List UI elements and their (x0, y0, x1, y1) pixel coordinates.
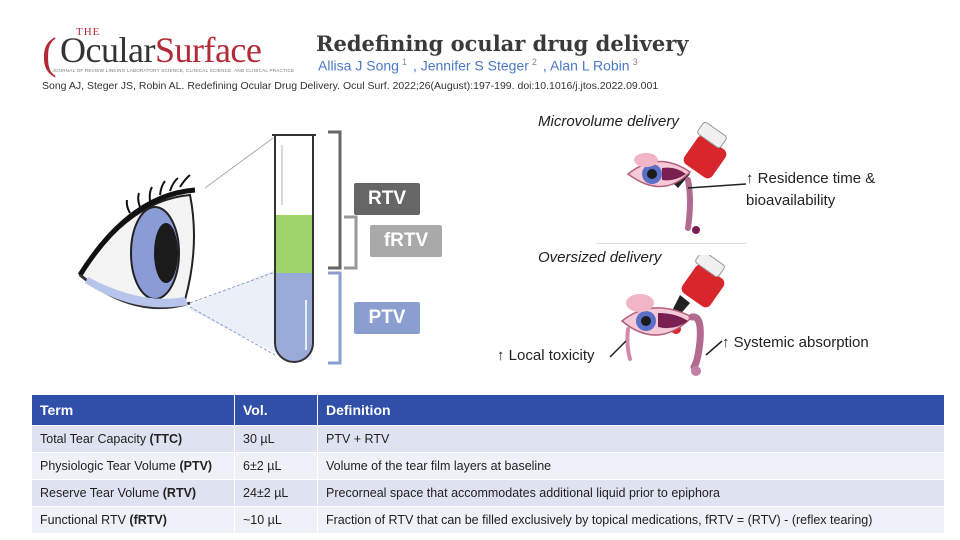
projection-line (189, 306, 276, 356)
eye-icon (626, 153, 700, 234)
ptv-label: PTV (354, 302, 420, 334)
residence-time-note: ↑ Residence time & bioavailability (746, 170, 876, 209)
pointer-line (705, 340, 723, 356)
projection-line (189, 271, 276, 304)
oversized-delivery-illustration (609, 255, 725, 376)
column-header-term: Term (32, 395, 235, 426)
logo-name-part1: Ocular (60, 30, 155, 70)
rtv-label: RTV (354, 183, 420, 215)
term-name: Physiologic Tear Volume (40, 459, 180, 473)
table-row: Total Tear Capacity (TTC) 30 µL PTV + RT… (32, 425, 945, 453)
term-name: Functional RTV (40, 513, 130, 527)
systemic-absorption-note: ↑ Systemic absorption (722, 334, 869, 351)
eye-icon (77, 174, 196, 310)
logo-tagline: A JOURNAL OF REVIEW LINKING LABORATORY S… (48, 68, 295, 73)
table-row: Reserve Tear Volume (RTV) 24±2 µL Precor… (32, 479, 945, 507)
term-abbr: (PTV) (179, 459, 213, 473)
column-header-vol: Vol. (234, 395, 318, 426)
term-cell: Reserve Tear Volume (RTV) (32, 479, 235, 507)
definition-cell: Fraction of RTV that can be filled exclu… (317, 506, 945, 533)
definition-cell: Precorneal space that accommodates addit… (317, 479, 945, 507)
term-abbr: (TTC) (149, 432, 183, 446)
micro-delivery-title: Microvolume delivery (538, 113, 679, 130)
micro-delivery-illustration (626, 122, 747, 234)
author-affiliation: 3 (632, 57, 638, 67)
author-name[interactable]: Alan L Robin (549, 57, 630, 74)
vol-cell: ~10 µL (234, 506, 318, 533)
eye-icon (620, 294, 704, 376)
author-affiliation: 1 (401, 57, 407, 67)
rtv-bracket (328, 130, 342, 270)
tear-volume-table: Term Vol. Definition Total Tear Capacity… (32, 395, 945, 533)
logo-mark-icon: ( (42, 29, 57, 78)
vol-cell: 6±2 µL (234, 452, 318, 480)
term-abbr: (RTV) (162, 486, 197, 500)
column-header-definition: Definition (317, 395, 945, 426)
projection-line (204, 137, 274, 189)
author-name[interactable]: Allisa J Song (318, 57, 399, 74)
term-abbr: (fRTV) (129, 513, 167, 527)
pointer-line (609, 340, 627, 358)
table-row: Physiologic Tear Volume (PTV) 6±2 µL Vol… (32, 452, 945, 480)
table-header-row: Term Vol. Definition (32, 395, 945, 426)
vol-cell: 30 µL (234, 425, 318, 453)
local-toxicity-note: ↑ Local toxicity (497, 347, 595, 364)
term-cell: Total Tear Capacity (TTC) (32, 425, 235, 453)
table-row: Functional RTV (fRTV) ~10 µL Fraction of… (32, 506, 945, 533)
term-cell: Physiologic Tear Volume (PTV) (32, 452, 235, 480)
test-tube-icon (272, 134, 316, 363)
citation-text: Song AJ, Steger JS, Robin AL. Redefining… (42, 80, 659, 92)
eye-tube-illustration (77, 130, 358, 365)
ptv-bracket (328, 271, 342, 365)
oversized-delivery-title: Oversized delivery (538, 249, 662, 266)
definition-cell: PTV + RTV (317, 425, 945, 453)
section-divider (596, 243, 746, 244)
logo-the: THE (76, 26, 101, 38)
frtv-bracket (344, 215, 358, 270)
author-affiliation: 2 (531, 57, 537, 67)
logo-name-part2: Surface (154, 30, 262, 70)
definition-cell: Volume of the tear film layers at baseli… (317, 452, 945, 480)
journal-logo: ( THE OcularSurface A JOURNAL OF REVIEW … (42, 26, 312, 78)
pointer-line (687, 183, 747, 189)
term-name: Reserve Tear Volume (40, 486, 163, 500)
vol-cell: 24±2 µL (234, 479, 318, 507)
paper-title: Redefining ocular drug delivery (316, 31, 689, 56)
frtv-label: fRTV (370, 225, 442, 257)
term-cell: Functional RTV (fRTV) (32, 506, 235, 533)
author-name[interactable]: Jennifer S Steger (420, 57, 529, 74)
logo-name: OcularSurface (60, 30, 262, 70)
term-name: Total Tear Capacity (40, 432, 150, 446)
